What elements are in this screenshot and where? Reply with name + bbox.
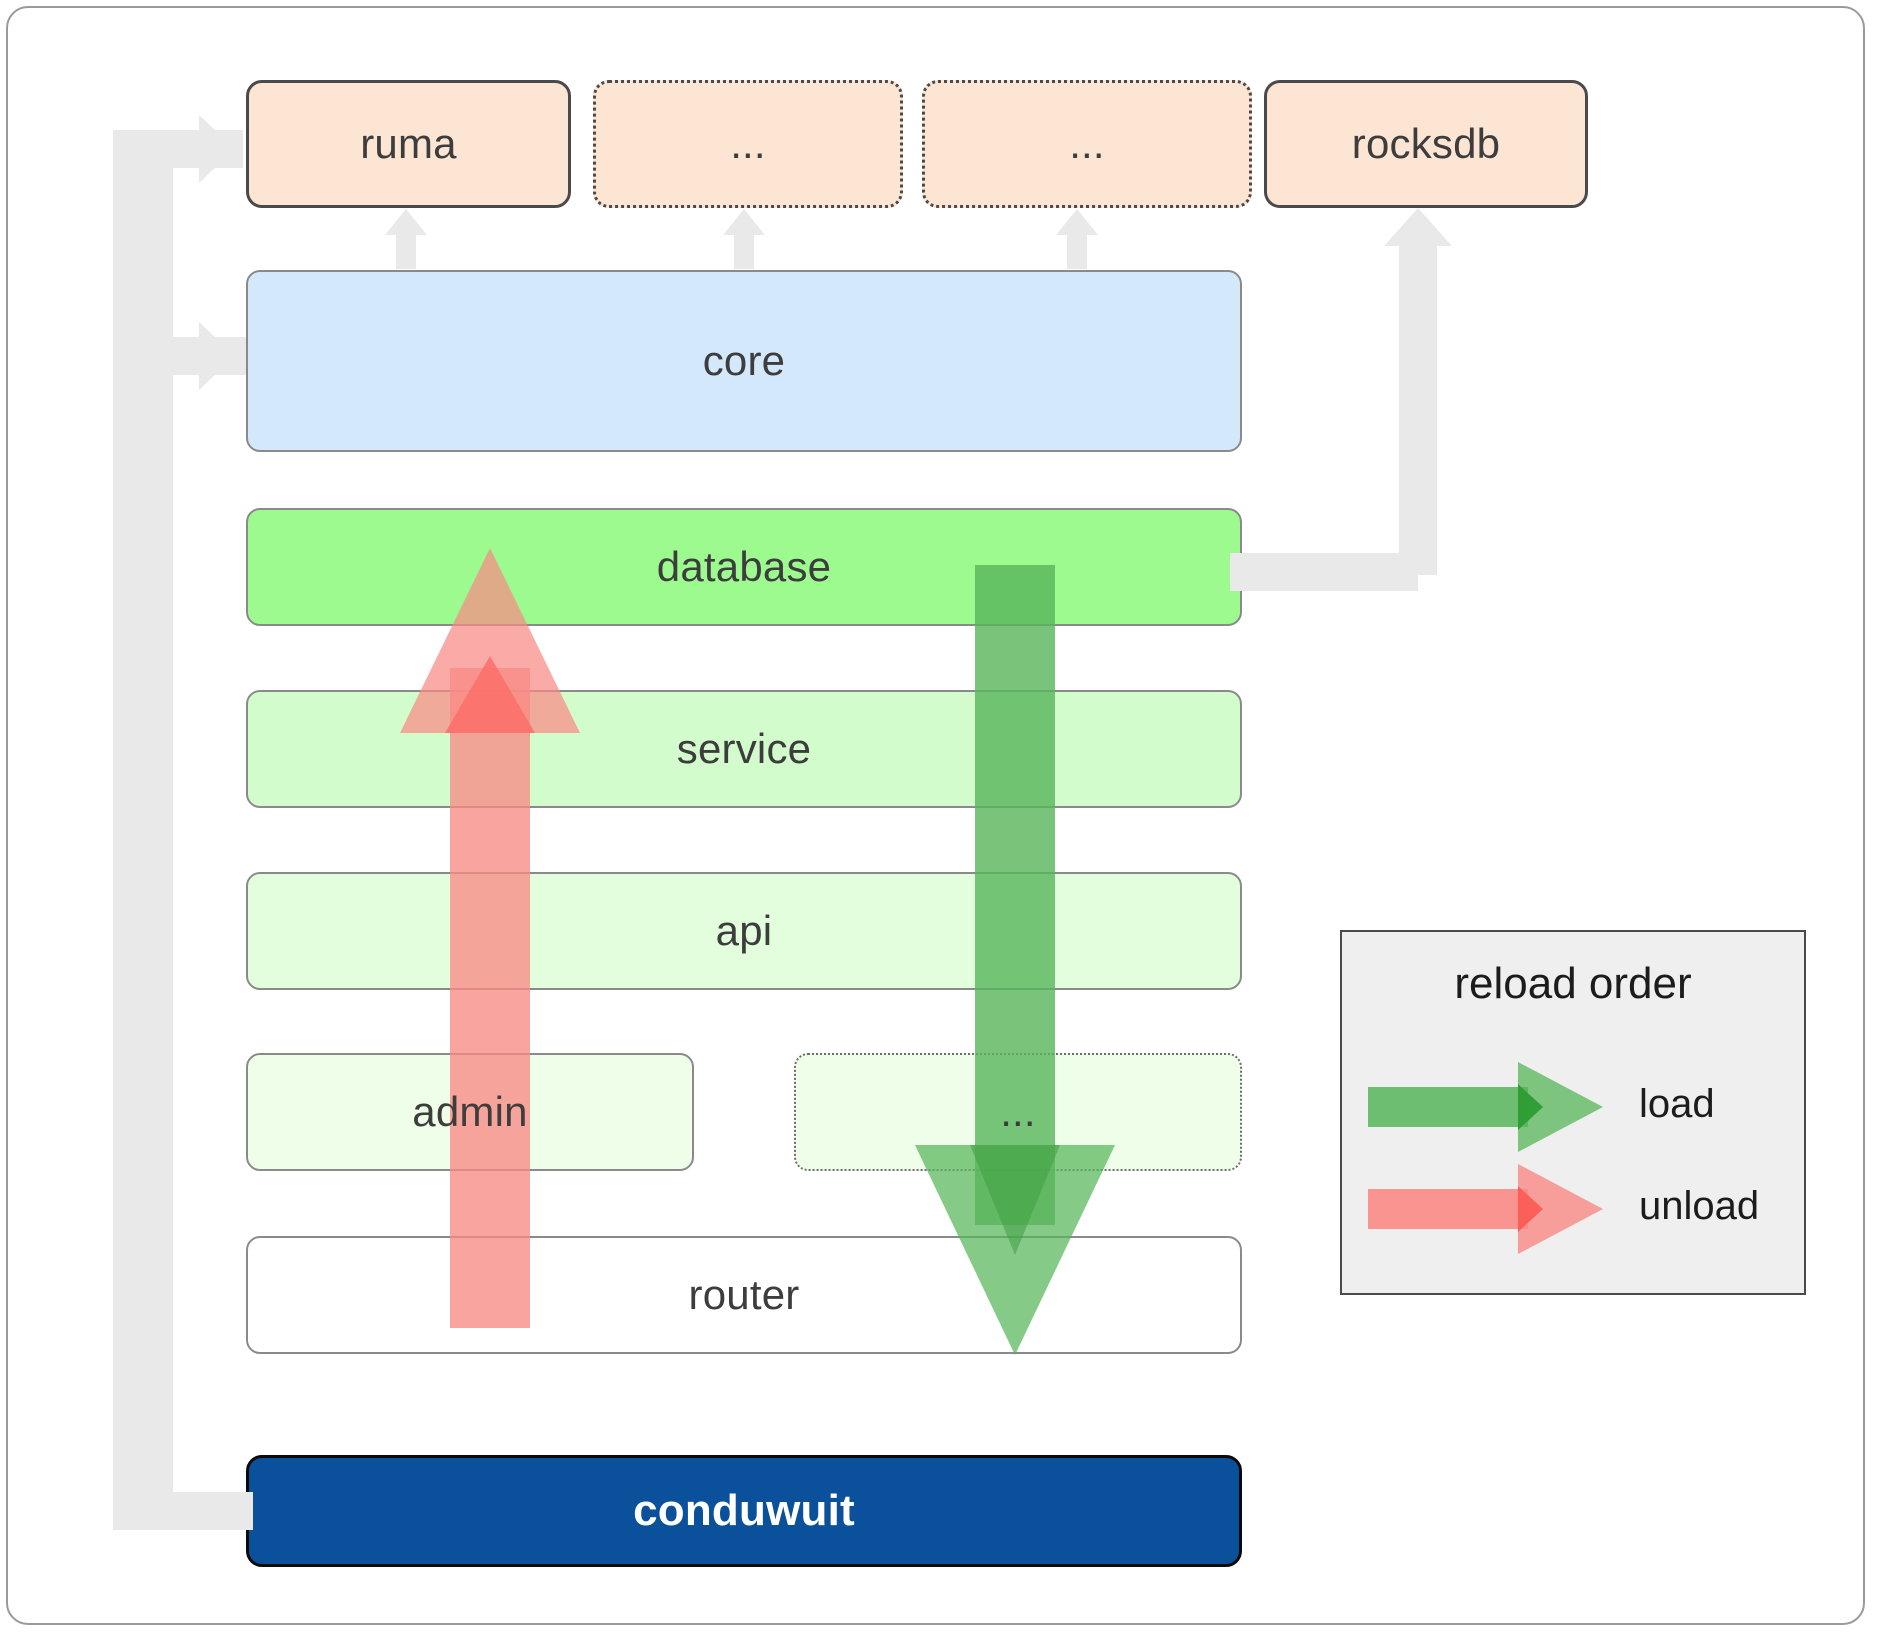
legend-load-arrow-icon [1368, 1062, 1603, 1152]
layer-box-router[interactable]: router [246, 1236, 1242, 1354]
connector-arrow-ruma-icon [199, 115, 235, 183]
dependency-box-ruma[interactable]: ruma [246, 80, 571, 208]
connector-database-to-rocksdb-vertical [1399, 245, 1437, 575]
dependency-label: ... [1069, 120, 1105, 167]
connector-arrow-core-icon [199, 322, 235, 390]
layer-label: admin [412, 1088, 528, 1135]
connector-branch-core-vertical [151, 168, 173, 1492]
dependency-box-2[interactable]: ... [593, 80, 903, 208]
connector-arrow-core-to-dep2 [723, 209, 765, 271]
layer-label: service [676, 725, 812, 772]
core-label: core [702, 337, 786, 384]
dependency-box-3[interactable]: ... [922, 80, 1252, 208]
connector-arrow-core-to-ruma [385, 209, 427, 271]
connector-arrow-core-to-dep3 [1056, 209, 1098, 271]
dependency-label: ... [730, 120, 766, 167]
legend-title: reload order [1454, 959, 1692, 1008]
connector-binary-vertical-trunk [113, 130, 151, 1530]
core-box[interactable]: core [246, 270, 1242, 452]
binary-box-conduwuit[interactable]: conduwuit [246, 1455, 1242, 1567]
layer-box-service[interactable]: service [246, 690, 1242, 808]
dependency-label: ruma [360, 120, 457, 167]
layer-box-dots[interactable]: ... [794, 1053, 1242, 1171]
layer-box-database[interactable]: database [246, 508, 1242, 626]
legend-load-label: load [1639, 1082, 1715, 1126]
layer-label: database [656, 543, 832, 590]
legend-panel: reload order load unload [1340, 930, 1806, 1295]
layer-label: api [715, 907, 773, 954]
connector-database-to-rocksdb-horizontal [1230, 553, 1418, 591]
binary-label: conduwuit [633, 1486, 855, 1535]
connector-binary-bottom-horizontal [113, 1492, 253, 1530]
layer-box-api[interactable]: api [246, 872, 1242, 990]
layer-label: ... [1000, 1088, 1036, 1135]
connector-arrow-rocksdb-icon [1384, 208, 1452, 246]
legend-unload-label: unload [1639, 1184, 1760, 1228]
legend-unload-arrow-icon [1368, 1164, 1603, 1254]
dependency-label: rocksdb [1351, 120, 1501, 167]
dependency-box-rocksdb[interactable]: rocksdb [1264, 80, 1588, 208]
diagram-frame [6, 6, 1865, 1625]
layer-label: router [688, 1271, 800, 1318]
layer-box-admin[interactable]: admin [246, 1053, 694, 1171]
